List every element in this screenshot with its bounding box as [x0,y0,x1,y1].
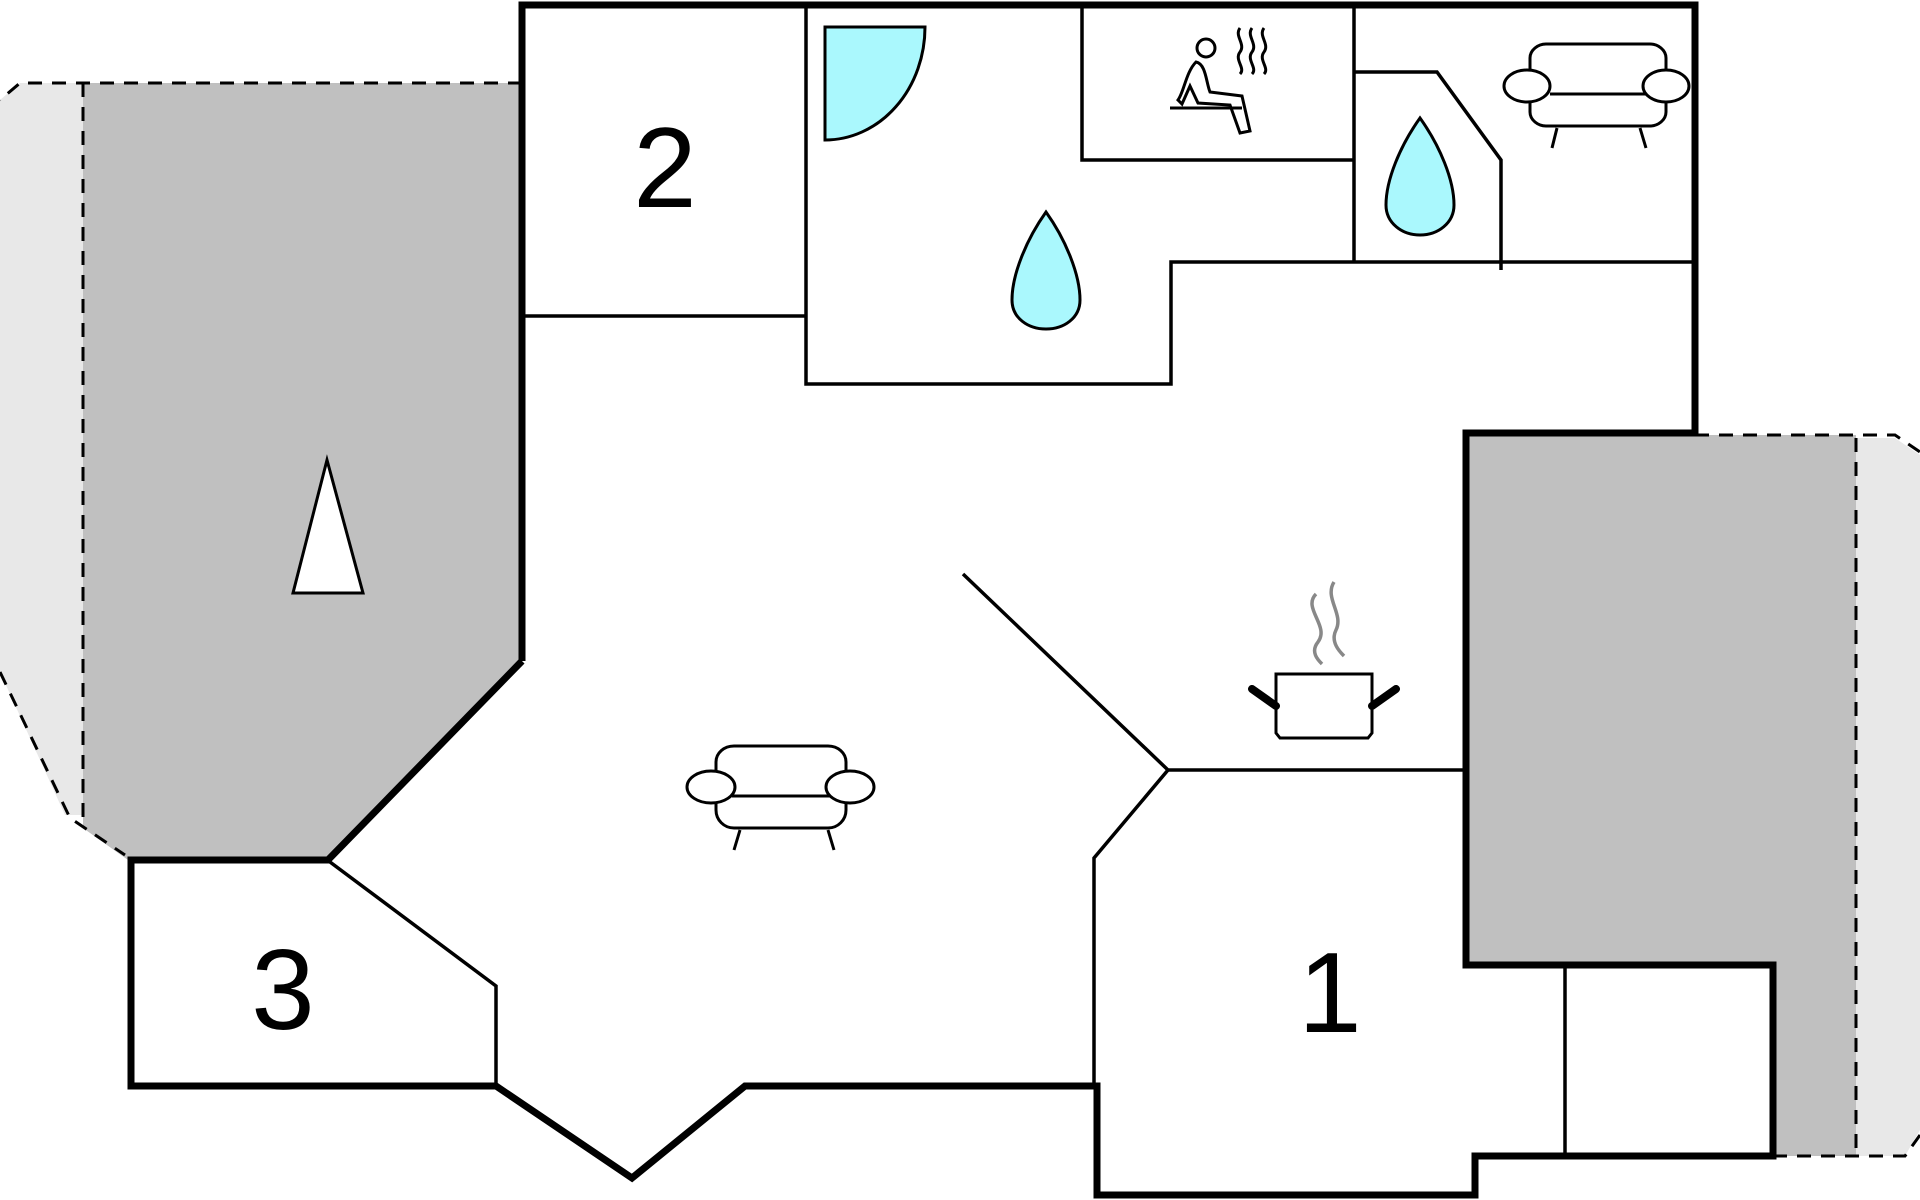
shower-icon [823,25,927,142]
outdoor-area-right [1856,438,1920,1156]
wall-small-bathroom [1352,5,1503,270]
terrace-left [83,83,522,860]
wall-sauna [1080,5,1354,162]
wall-room-1 [1092,768,1170,1086]
outdoor-area-left [0,83,83,815]
north-arrow-icon [291,454,365,595]
sauna-icon [1170,27,1268,135]
wall-kitchen-diagonal [961,572,1466,772]
sofa-icon [1502,42,1691,149]
room-number-3: 3 [251,927,314,1054]
sofa-icon-living-room [685,744,876,851]
room-number-1: 1 [1298,930,1361,1057]
outdoor-right-outline [1773,1134,1920,1158]
water-drop-icon-small-bathroom [1384,115,1456,237]
outdoor-left-outline [0,671,126,857]
terrace-right-outline [1695,433,1920,454]
wall-bathroom [804,5,1695,386]
room-number-2: 2 [633,105,696,232]
cooking-pot-icon [1248,581,1400,740]
water-drop-icon [1010,209,1082,331]
terrace-right [1466,435,1856,1156]
wall-room-3 [328,860,498,1086]
exterior-wall [127,1,1777,1199]
